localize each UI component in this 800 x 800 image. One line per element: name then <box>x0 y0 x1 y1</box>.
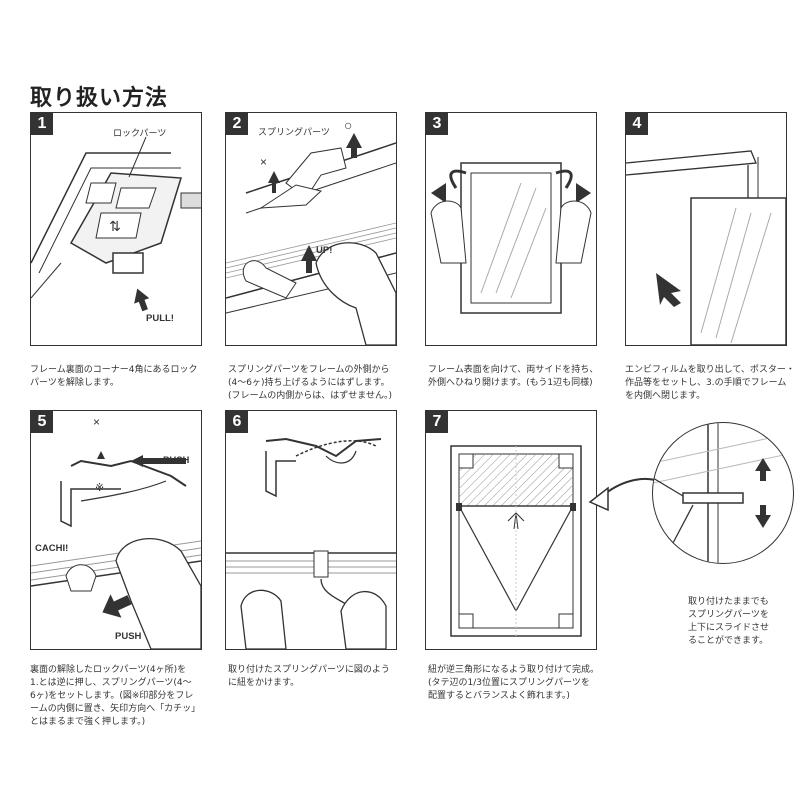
step-number: 3 <box>426 113 448 135</box>
note-mark: ※ <box>95 482 105 494</box>
step-2-caption: スプリングパーツをフレームの外側から (4〜6ヶ)持ち上げるようにはずします。 … <box>228 365 392 401</box>
step-4-illustration <box>626 150 786 345</box>
detail-circle <box>652 422 794 564</box>
step-6-caption: 取り付けたスプリングパーツに図のよう に紐をかけます。 <box>228 665 390 688</box>
step-1-panel: 1 ⇅ ロックパーツ PULL! <box>30 112 202 346</box>
step-5-caption: 裏面の解除したロックパーツ(4ヶ所)を 1.とは逆に押し、スプリングパーツ(4〜… <box>30 665 201 727</box>
step-number: 1 <box>31 113 53 135</box>
step-4-caption: エンビフィルムを取り出して、ポスター・ 作品等をセットし、3.の手順でフレーム … <box>625 365 795 401</box>
ng-mark: × <box>260 155 268 169</box>
svg-text:⇅: ⇅ <box>109 219 121 235</box>
step-3-caption: フレーム表面を向けて、両サイドを持ち、 外側へひねり開けます。(もう1辺も同様) <box>428 365 599 388</box>
step-3-illustration <box>430 162 592 314</box>
step-number: 6 <box>226 411 248 433</box>
step-7-illustration <box>450 445 582 637</box>
step-5-illustration <box>31 451 201 649</box>
spring-parts-label: スプリングパーツ <box>258 127 330 137</box>
up-label: UP! <box>316 245 333 256</box>
detail-illustration <box>653 423 793 563</box>
step-4-panel: 4 <box>625 112 787 346</box>
step-6-panel: 6 <box>225 410 397 650</box>
step-2-illustration <box>226 133 396 345</box>
step-1-caption: フレーム裏面のコーナー4角にあるロック パーツを解除します。 <box>30 365 198 388</box>
step-number: 2 <box>226 113 248 135</box>
step-7-panel: 7 <box>425 410 597 650</box>
step-5-panel: 5 × PUSH ※ CACHI! PUSH <box>30 410 202 650</box>
page-title: 取り扱い方法 <box>30 86 169 111</box>
pull-label: PULL! <box>146 313 174 324</box>
step-1-illustration: ⇅ <box>31 136 201 312</box>
push-bottom-label: PUSH <box>115 631 142 642</box>
step-6-illustration <box>226 437 396 649</box>
step-number: 7 <box>426 411 448 433</box>
ng-mark: × <box>93 415 101 429</box>
step-2-panel: 2 スプリングパーツ ○ × UP! <box>225 112 397 346</box>
step-7-caption: 紐が逆三角形になるよう取り付けて完成。 (タテ辺の1/3位置にスプリングパーツを… <box>428 665 600 701</box>
lock-parts-label: ロックパーツ <box>113 128 167 138</box>
side-note: 取り付けたままでも スプリングパーツを 上下にスライドさせ ることができます。 <box>688 597 770 646</box>
cachi-label: CACHI! <box>35 543 69 554</box>
step-number: 4 <box>626 113 648 135</box>
step-number: 5 <box>31 411 53 433</box>
push-top-label: PUSH <box>163 455 190 466</box>
ok-mark: ○ <box>344 117 353 133</box>
step-3-panel: 3 <box>425 112 597 346</box>
